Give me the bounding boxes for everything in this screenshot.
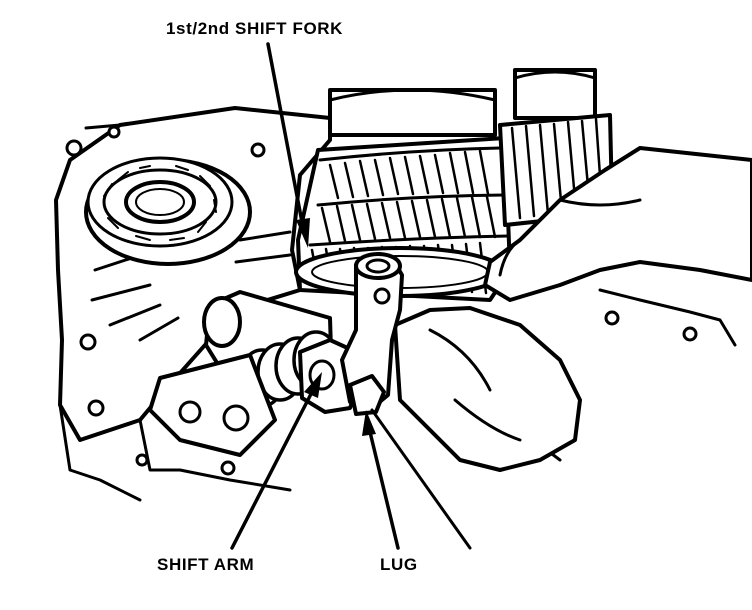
shift-arm-label: SHIFT ARM: [157, 555, 255, 574]
shift-fork-leader-line: [266, 42, 304, 224]
bearing: [84, 156, 252, 266]
shift-fork: [340, 252, 404, 416]
lug-arrowhead: [362, 410, 376, 436]
shift-arm-arrowhead: [304, 372, 322, 398]
lug-label: LUG: [380, 555, 418, 574]
lug-leader-line: [368, 430, 400, 550]
shift-fork-label: 1st/2nd SHIFT FORK: [166, 19, 344, 38]
shift-arm-leader-line: [230, 390, 314, 550]
lug-extension-line: [370, 408, 472, 550]
shift-fork-arrowhead: [296, 218, 310, 248]
hand: [393, 146, 752, 472]
leader-lines: [230, 42, 472, 550]
